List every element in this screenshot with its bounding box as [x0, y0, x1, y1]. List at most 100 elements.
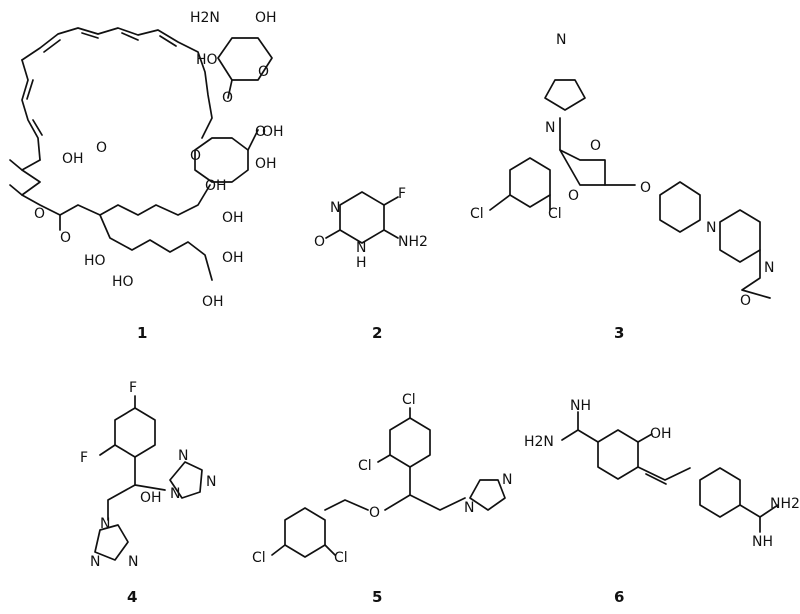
c4-label-5: N	[170, 486, 180, 502]
c4-label-8: N	[128, 554, 138, 570]
c3-label-7: N	[706, 220, 716, 236]
c1-pyran-ring	[194, 137, 249, 183]
c6-vinylene	[637, 466, 691, 481]
c1-double-1	[43, 39, 61, 53]
c1-label-6: OH	[262, 124, 284, 140]
c6-oh-bond	[637, 433, 653, 443]
c1-label-9: OH	[255, 156, 277, 172]
compound-number-6: 6	[614, 588, 624, 606]
c5-label-1: Cl	[358, 458, 372, 474]
c4-label-7: N	[90, 554, 100, 570]
c2-label-5: NH2	[398, 234, 428, 250]
c1-bottom-chain	[99, 214, 213, 281]
compound-6: NH H2N OH NH2 NH 6	[524, 398, 800, 606]
compound-number-5: 5	[372, 588, 382, 606]
c6-vinylene-double	[645, 473, 667, 485]
c4-label-2: OH	[140, 490, 162, 506]
c4-label-3: N	[178, 448, 188, 464]
c2-label-0: N	[330, 200, 340, 216]
c4-triazole-top	[169, 461, 203, 499]
c1-label-11: OH	[205, 178, 227, 194]
c6-label-2: OH	[650, 426, 672, 442]
compound-number-2: 2	[372, 324, 382, 342]
c1-label-17: O	[60, 230, 71, 246]
c6-right-ring	[699, 467, 741, 518]
c6-label-3: NH2	[770, 496, 800, 512]
c2-o-bond	[325, 229, 341, 239]
c1-label-0: H2N	[190, 10, 220, 26]
c4-label-1: F	[80, 450, 88, 466]
c4-label-0: F	[129, 380, 137, 396]
c1-double-2	[81, 32, 99, 39]
c3-label-1: N	[545, 120, 555, 136]
c3-dichlorophenyl-ring	[509, 157, 551, 208]
c5-top-dichlorophenyl-ring	[389, 417, 431, 468]
c1-double-3	[121, 32, 139, 41]
c3-label-0: N	[556, 32, 566, 48]
c5-cl-mid-bond	[377, 454, 391, 463]
c5-label-3: N	[464, 500, 474, 516]
c1-label-7: O	[190, 148, 201, 164]
c5-benzyl	[324, 499, 369, 511]
c3-label-9: O	[740, 293, 751, 309]
c1-sugar-glycoside	[227, 79, 233, 99]
c3-label-3: O	[568, 188, 579, 204]
c5-label-2: O	[369, 505, 380, 521]
c1-label-2: HO	[196, 52, 218, 68]
c1-label-15: OH	[222, 250, 244, 266]
compound-4: F F OH N N N N N N 4	[80, 380, 216, 606]
c5-cl-right-bond	[324, 544, 336, 556]
c4-label-4: N	[206, 474, 216, 490]
c1-sugar-ring	[217, 37, 273, 81]
c4-backbone	[107, 456, 136, 521]
c6-label-1: H2N	[524, 434, 554, 450]
c5-bottom-dichlorophenyl-ring	[284, 507, 326, 558]
c5-ether-bond	[384, 494, 411, 511]
c3-label-2: O	[590, 138, 601, 154]
c1-polyene-chain	[21, 27, 213, 139]
compound-number-4: 4	[127, 588, 137, 606]
c2-label-3: N	[356, 240, 366, 256]
c3-label-5: Cl	[470, 206, 484, 222]
c6-left-amidine	[561, 411, 579, 441]
c1-cooh-bond	[247, 129, 259, 151]
c3-label-8: N	[764, 260, 774, 276]
c1-methyl-2	[9, 184, 23, 196]
c1-label-8: OH	[62, 151, 84, 167]
c2-label-2: O	[314, 234, 325, 250]
c4-f2-bond	[99, 444, 116, 456]
c2-label-4: H	[356, 255, 367, 271]
c5-label-5: Cl	[252, 550, 266, 566]
c1-label-5: O	[255, 124, 266, 140]
compound-number-1: 1	[137, 324, 147, 342]
c1-double-6	[32, 119, 43, 136]
c2-label-1: F	[398, 186, 406, 202]
c1-left-chain	[21, 159, 211, 216]
c5-imidazole-ring	[469, 479, 506, 511]
c1-double-5	[26, 79, 34, 100]
c1-label-3: O	[258, 64, 269, 80]
c1-double-4	[159, 35, 177, 47]
c3-piperazine-ring	[719, 209, 761, 263]
c2-pyrimidine-ring	[339, 191, 385, 244]
c6-left-ring	[597, 429, 639, 480]
c1-label-10: O	[34, 206, 45, 222]
c1-label-18: O	[96, 140, 107, 156]
c2-f-bond	[383, 196, 399, 206]
c5-label-6: Cl	[334, 550, 348, 566]
compound-2: N F O N H NH2 2	[314, 186, 428, 342]
c3-phenyl-ring	[659, 181, 701, 233]
compound-number-3: 3	[614, 324, 624, 342]
c1-methyl-1	[9, 159, 23, 171]
c5-label-4: N	[502, 472, 512, 488]
c5-label-0: Cl	[402, 392, 416, 408]
c6-label-0: NH	[570, 398, 591, 414]
c3-acetyl	[741, 249, 771, 299]
c4-triazole-bottom	[94, 524, 129, 561]
c1-label-1: OH	[255, 10, 277, 26]
c1-polyene-chain-left	[21, 59, 41, 161]
c1-label-14: OH	[222, 210, 244, 226]
c3-imidazole-ring	[544, 79, 586, 111]
